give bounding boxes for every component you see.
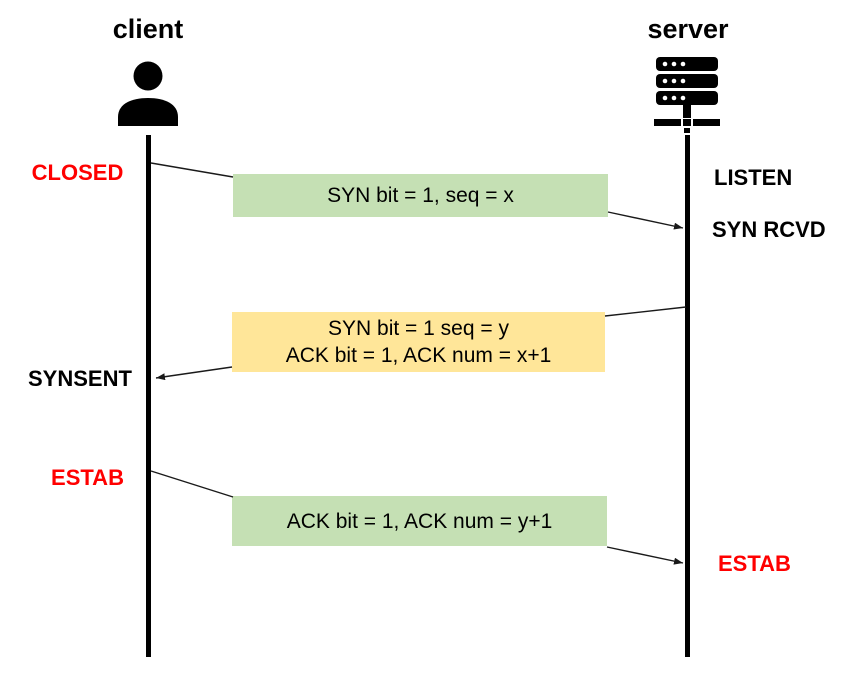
message-synack-line2: ACK bit = 1, ACK num = x+1 <box>285 344 552 367</box>
msg-synack-line-from-server <box>604 306 687 317</box>
server-state-estab: ESTAB <box>718 551 791 576</box>
message-synack-line1: SYN bit = 1 seq = y <box>328 317 509 340</box>
server-state-synrcvd: SYN RCVD <box>712 217 826 242</box>
server-title: server <box>647 14 729 44</box>
server-rack-icon <box>654 57 720 133</box>
client-title: client <box>112 14 184 44</box>
message-box-synack: SYN bit = 1 seq = y ACK bit = 1, ACK num… <box>232 312 605 372</box>
msg-synack-arrow-to-client <box>155 366 233 381</box>
client-lifeline <box>146 135 151 657</box>
message-box-ack: ACK bit = 1, ACK num = y+1 <box>232 496 607 546</box>
message-ack-text: ACK bit = 1, ACK num = y+1 <box>286 509 553 533</box>
client-state-synsent: SYNSENT <box>28 366 132 391</box>
message-syn-text: SYN bit = 1, seq = x <box>327 184 514 207</box>
client-person-icon <box>118 61 178 126</box>
server-state-listen: LISTEN <box>714 165 793 190</box>
msg-syn-arrow-to-server <box>607 211 684 230</box>
message-box-syn: SYN bit = 1, seq = x <box>233 174 608 217</box>
client-state-closed: CLOSED <box>31 160 124 185</box>
server-lifeline <box>685 135 690 657</box>
msg-ack-arrow-to-server <box>606 546 684 565</box>
msg-ack-line-from-client <box>150 470 234 498</box>
msg-syn-line-from-client <box>150 162 234 178</box>
client-state-estab: ESTAB <box>51 465 124 490</box>
